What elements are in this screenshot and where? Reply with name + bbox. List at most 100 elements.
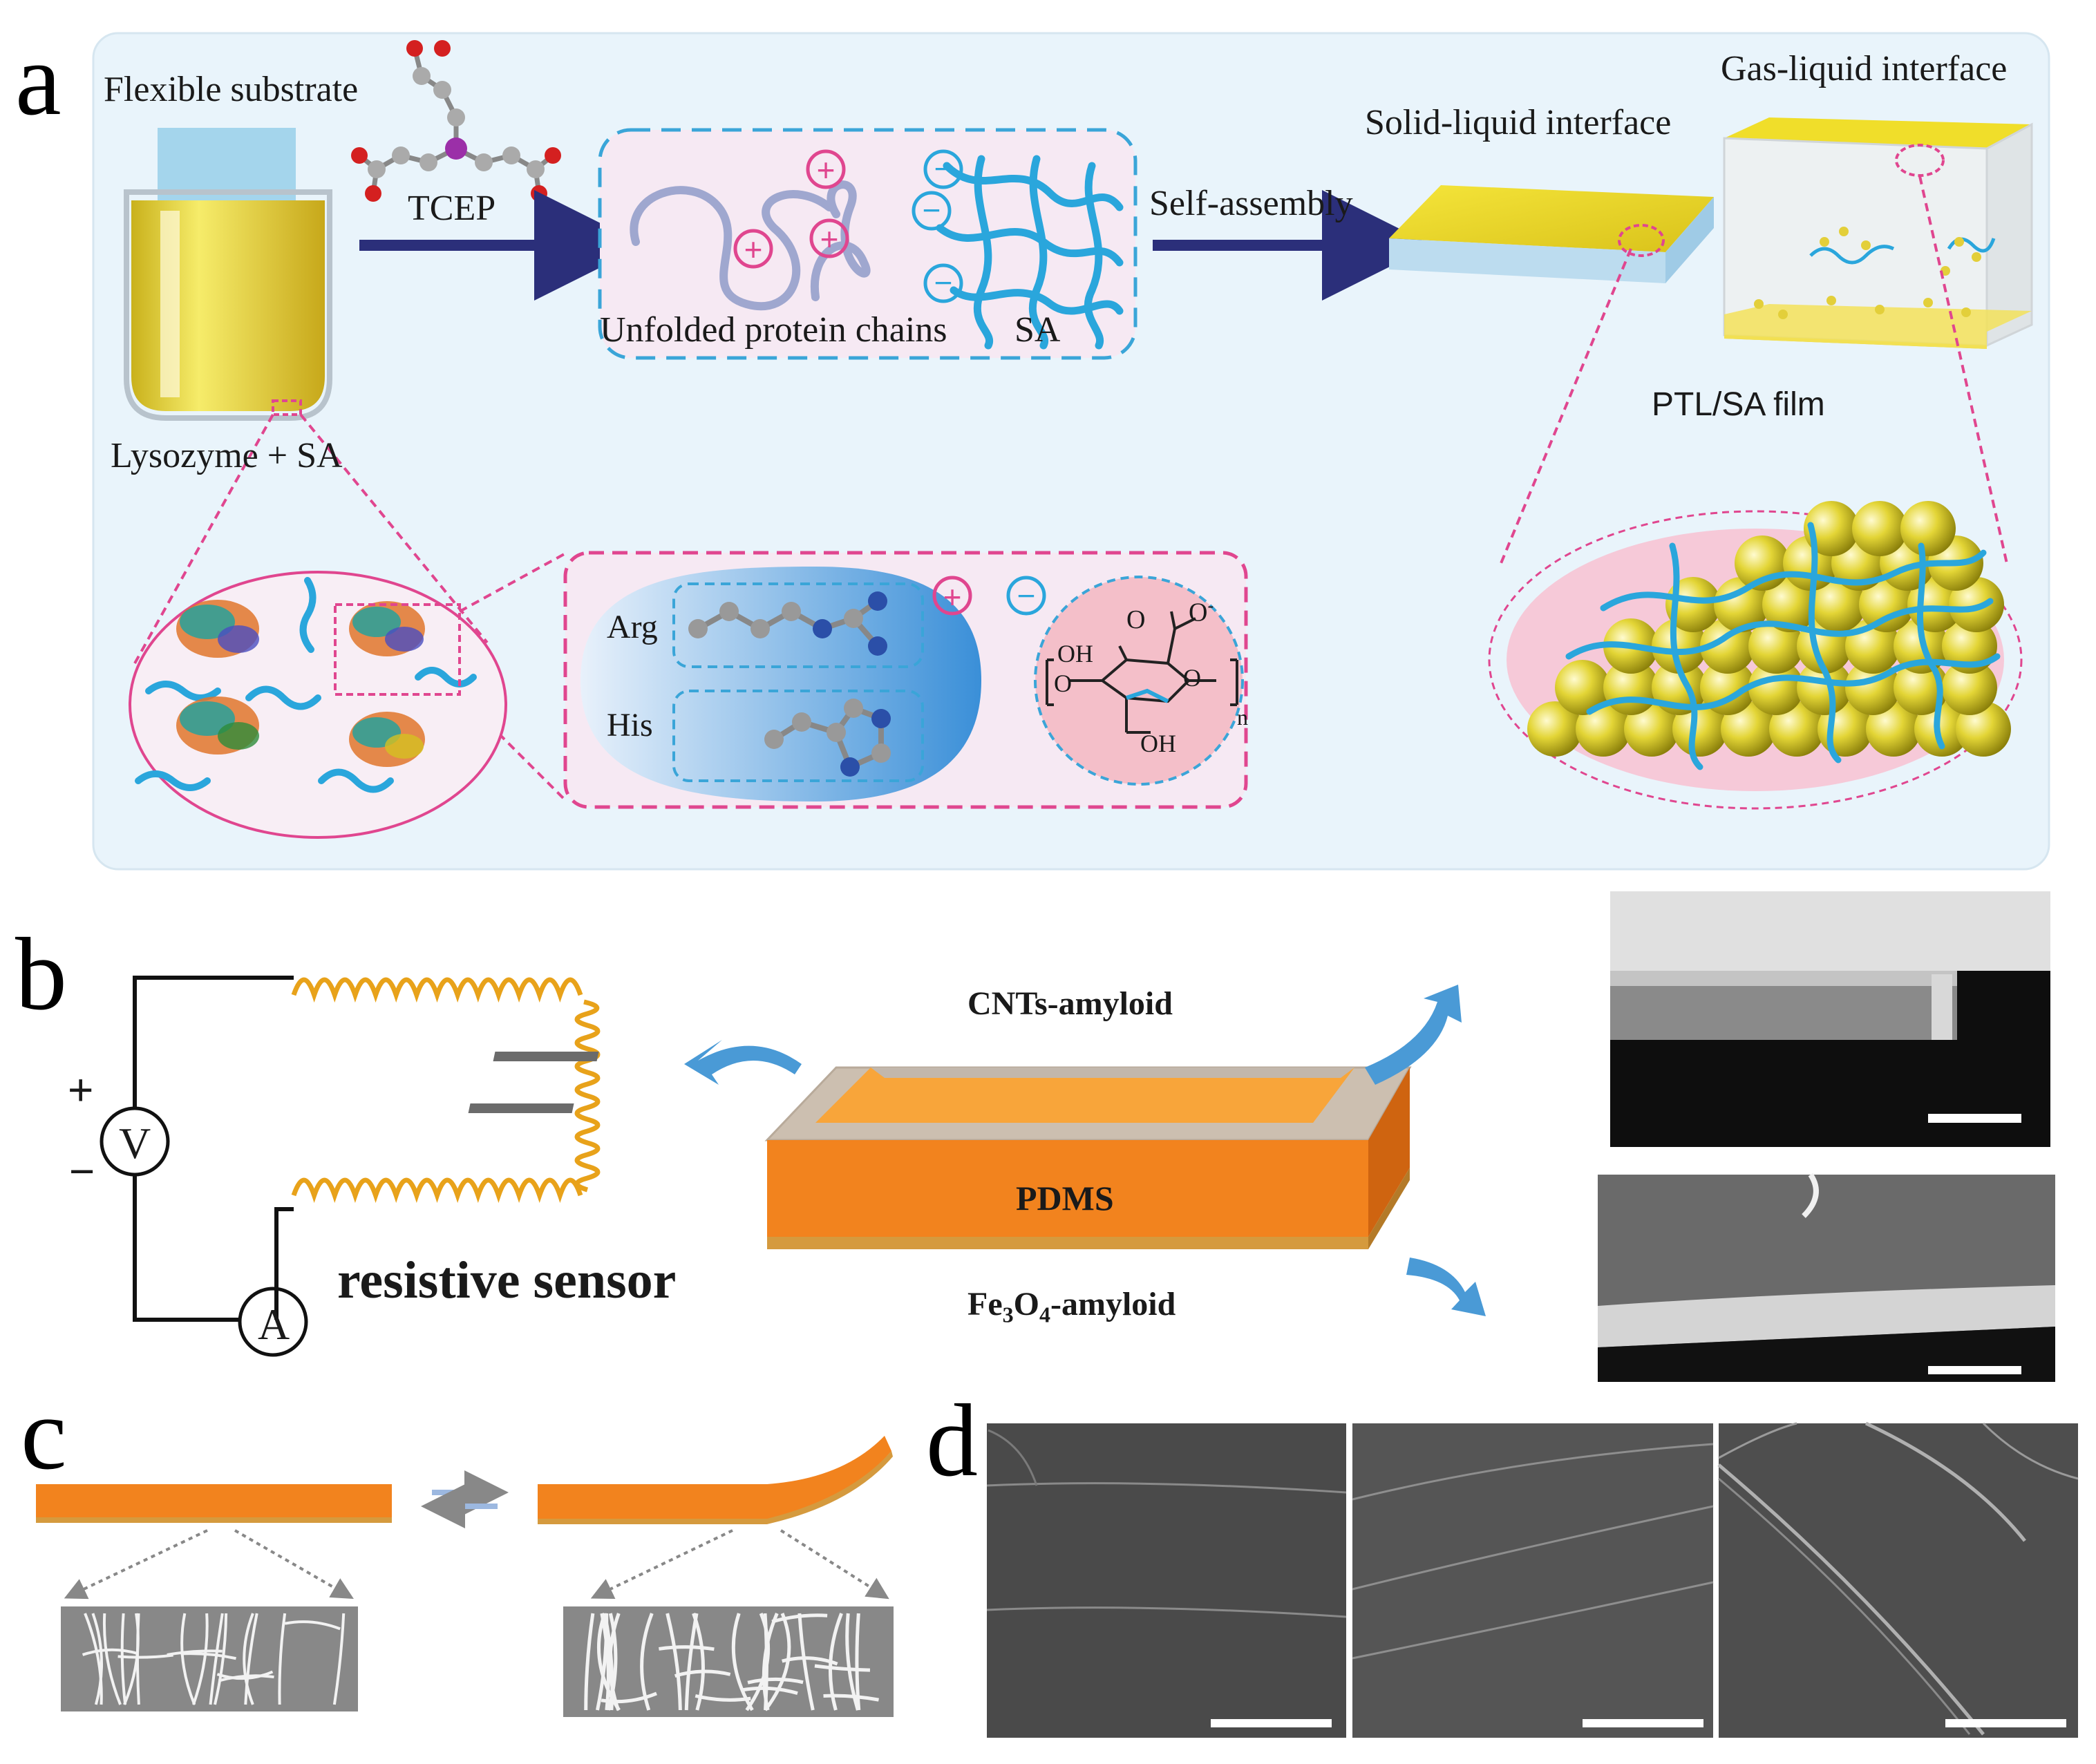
panel-c-letter: c: [21, 1376, 67, 1491]
interaction-box: + −: [563, 551, 1248, 809]
fiber-13-15: [692, 1613, 705, 1711]
label-n-subscript: n: [1237, 705, 1248, 730]
film-sphere-1-3: [1700, 660, 1755, 715]
panel-b-letter: b: [15, 917, 67, 1032]
label-gas-liquid-interface: Gas-liquid interface: [1721, 49, 2008, 88]
fiber-cross-7-3: [82, 1648, 139, 1656]
sem-image-b-top: [1589, 891, 2050, 1147]
film-sphere-0-3: [1672, 701, 1728, 757]
film-sphere-3-2: [1762, 577, 1818, 632]
fiber-7-2: [91, 1613, 103, 1705]
fiber-13-10: [855, 1613, 861, 1711]
fiber-7-9: [120, 1613, 127, 1705]
film-sphere-3-3: [1811, 577, 1866, 632]
film-sphere-0-8: [1914, 701, 1970, 757]
label-pdms: PDMS: [1016, 1179, 1114, 1217]
panel-d-letter: d: [926, 1383, 978, 1498]
fiber-13-3: [665, 1613, 682, 1711]
fiber-7-11: [332, 1613, 346, 1705]
lysozyme-zoom-lines: [133, 413, 568, 803]
fiber-7-0: [192, 1613, 209, 1705]
label-plus: +: [68, 1065, 94, 1115]
sem-image-d-3: [1717, 1421, 2079, 1738]
spring-bottom: [291, 1177, 583, 1203]
label-arg: Arg: [607, 609, 658, 645]
fiber-7-4: [243, 1613, 254, 1705]
fiber-cross-13-3: [747, 1677, 804, 1685]
fiber-cross-7-6: [167, 1649, 223, 1656]
label-ring-o: O: [1183, 664, 1201, 692]
film-sphere-5-1: [1852, 501, 1907, 556]
fiber-cross-7-4: [216, 1670, 274, 1680]
film-sphere-3-1: [1714, 577, 1769, 632]
label-his: His: [607, 707, 653, 743]
svg-text:−: −: [1017, 578, 1036, 614]
fiber-cross-13-2: [695, 1694, 751, 1702]
fiber-7-5: [123, 1613, 140, 1705]
fiber-13-7: [608, 1613, 621, 1711]
film-sphere-0-1: [1576, 701, 1631, 757]
label-unfolded-protein-chains: Unfolded protein chains: [600, 310, 947, 350]
fiber-7-12: [209, 1613, 224, 1705]
gas-liquid-cube: [1723, 117, 2033, 349]
panel-a-letter: a: [15, 22, 62, 137]
fiber-cross-13-5: [601, 1691, 657, 1704]
label-cnts-amyloid: CNTs-amyloid: [967, 985, 1173, 1022]
film-zoom-lines: [1498, 176, 2009, 567]
circuit: [100, 976, 308, 1357]
fiber-13-17: [600, 1613, 610, 1711]
label-carboxylate-o: O-: [1189, 596, 1214, 627]
fiber-cross-13-4: [782, 1656, 838, 1666]
fiber-cross-7-0: [284, 1620, 341, 1631]
fiber-7-3: [180, 1613, 196, 1705]
beaker: [124, 128, 332, 421]
svg-text:−: −: [934, 265, 953, 301]
film-sphere-3-4: [1859, 577, 1914, 632]
film-sphere-0-2: [1624, 701, 1679, 757]
label-flexible-substrate: Flexible substrate: [104, 70, 359, 109]
fiber-13-18: [596, 1613, 609, 1711]
fiber-13-12: [684, 1613, 699, 1711]
svg-text:−: −: [923, 192, 941, 228]
svg-text:+: +: [817, 152, 835, 188]
label-o-minus: O: [1126, 605, 1146, 634]
fiber-cross-13-6: [823, 1694, 879, 1702]
svg-text:−: −: [934, 151, 953, 187]
blue-arrows: [684, 985, 1486, 1316]
label-self-assembly: Self-assembly: [1149, 184, 1353, 223]
fiber-cross-7-5: [180, 1652, 236, 1660]
fiber-7-8: [102, 1613, 122, 1705]
label-oh-bottom: OH: [1140, 730, 1176, 757]
spring-right: [574, 999, 601, 1193]
voltmeter-label: V: [119, 1119, 151, 1168]
fiber-13-9: [845, 1613, 860, 1711]
label-solid-liquid-interface: Solid-liquid interface: [1365, 103, 1672, 142]
label-sa: SA: [1014, 310, 1061, 350]
sensor-device: [468, 1052, 1412, 1249]
fiber-cross-13-7: [742, 1686, 798, 1696]
label-lysozyme-sa: Lysozyme + SA: [111, 436, 343, 475]
label-ptl-sa-film: PTL/SA film: [1652, 386, 1825, 423]
film-sphere-1-0: [1555, 660, 1610, 715]
label-resistive-sensor: resistive sensor: [337, 1251, 677, 1309]
film-sphere-0-0: [1527, 701, 1583, 757]
fiber-cross-13-0: [814, 1664, 871, 1672]
fiber-7-6: [214, 1613, 228, 1705]
film-sphere-1-8: [1942, 660, 1997, 715]
charge-icons: + + + − − −: [733, 149, 963, 303]
film-sphere-0-4: [1721, 701, 1776, 757]
svg-text:+: +: [744, 231, 763, 267]
svg-text:+: +: [943, 579, 962, 615]
sa-network: [936, 155, 1124, 350]
film-sphere-3-0: [1665, 577, 1721, 632]
fiber-13-16: [762, 1613, 779, 1711]
sem-image-b-bottom: [1598, 1173, 2055, 1382]
panel-c-graphics: [36, 1436, 894, 1717]
fiber-13-19: [607, 1613, 618, 1711]
fiber-13-5: [584, 1613, 595, 1711]
fiber-cross-13-9: [674, 1669, 731, 1678]
label-minus: −: [69, 1146, 95, 1196]
spring-top: [291, 977, 583, 1003]
svg-text:+: +: [820, 221, 839, 257]
